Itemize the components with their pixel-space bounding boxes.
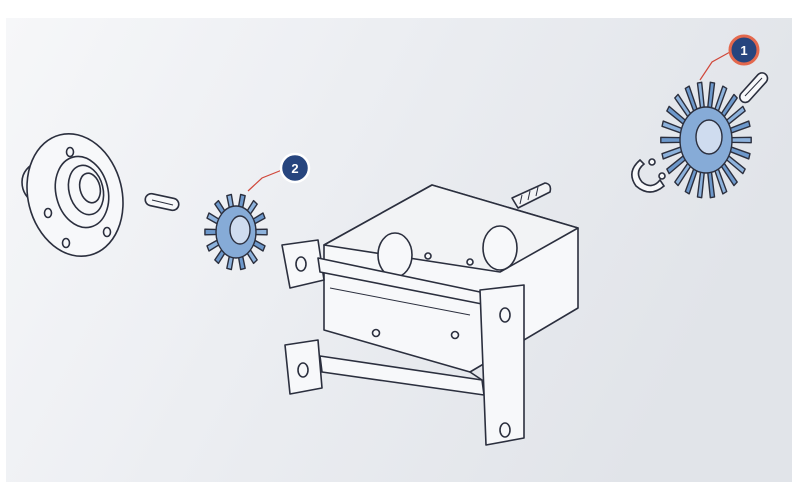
pinion-gear-icon [204,193,268,271]
flange-icon [21,132,124,258]
clip-icon [631,158,666,193]
callout-2-badge: 2 [279,152,311,184]
callout-2-number: 2 [291,161,298,176]
bevel-gear-icon [660,81,752,199]
callout-1-number: 1 [740,43,747,58]
key-icon [144,192,180,212]
callout-1-leader [699,51,731,81]
callout-1-badge: 1 [728,34,760,66]
key-pin-icon [738,72,769,104]
frame-icon [281,182,579,446]
callout-2-leader [247,169,283,192]
